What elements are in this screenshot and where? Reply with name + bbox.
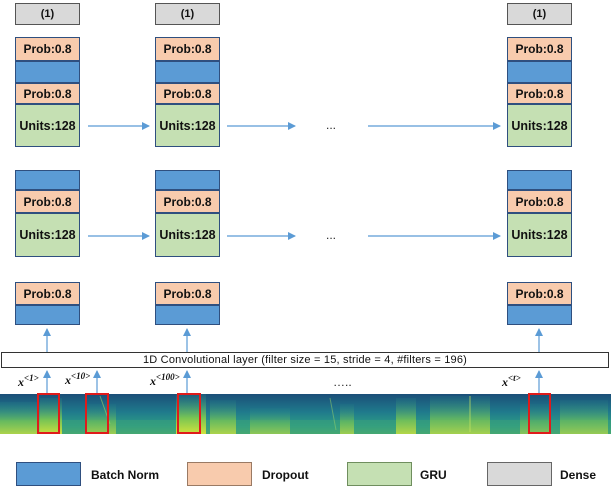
- dense-block-2: (1): [155, 3, 220, 25]
- dropout-block-3a: Prob:0.8: [507, 37, 572, 61]
- conv1d-layer: 1D Convolutional layer (filter size = 15…: [1, 352, 609, 368]
- legend-label-dense: Dense: [560, 468, 597, 482]
- window-box-3: [177, 393, 201, 434]
- legend-swatch-dense: [487, 462, 552, 486]
- gru-block-2a: Units:128: [155, 104, 220, 147]
- spectrogram-ellipsis: …..: [333, 375, 352, 389]
- gru-block-3b: Units:128: [507, 213, 572, 257]
- batchnorm-block-2c: [155, 305, 220, 325]
- dropout-block-1b: Prob:0.8: [15, 83, 80, 104]
- legend-label-batch-norm: Batch Norm: [91, 468, 160, 482]
- window-box-2: [85, 393, 109, 434]
- ellipsis-gru-2: ...: [326, 228, 337, 242]
- dropout-block-2b: Prob:0.8: [155, 83, 220, 104]
- spectrogram-image: [0, 394, 611, 434]
- dropout-block-3c: Prob:0.8: [507, 190, 572, 213]
- dropout-block-1a: Prob:0.8: [15, 37, 80, 61]
- dropout-block-2d: Prob:0.8: [155, 282, 220, 305]
- legend-swatch-batch-norm: [16, 462, 81, 486]
- legend-label-dropout: Dropout: [262, 468, 309, 482]
- window-box-4: [528, 393, 551, 434]
- input-label-x10: x<10>: [65, 371, 91, 387]
- dropout-block-1c: Prob:0.8: [15, 190, 80, 213]
- legend-label-gru: GRU: [420, 468, 447, 482]
- batchnorm-block-2b: [155, 170, 220, 190]
- gru-block-1b: Units:128: [15, 213, 80, 257]
- gru-block-3a: Units:128: [507, 104, 572, 147]
- input-label-x1: x<1>: [18, 373, 39, 389]
- batchnorm-block-1c: [15, 305, 80, 325]
- legend-swatch-gru: [347, 462, 412, 486]
- batchnorm-block-3a: [507, 61, 572, 83]
- dense-block-3: (1): [507, 3, 572, 25]
- dropout-block-2a: Prob:0.8: [155, 37, 220, 61]
- spectrogram-graphic: [0, 394, 611, 434]
- batchnorm-block-1a: [15, 61, 80, 83]
- batchnorm-block-1b: [15, 170, 80, 190]
- dropout-block-2c: Prob:0.8: [155, 190, 220, 213]
- ellipsis-gru-1: ...: [326, 118, 337, 132]
- dropout-block-3b: Prob:0.8: [507, 83, 572, 104]
- dropout-block-1d: Prob:0.8: [15, 282, 80, 305]
- legend-swatch-dropout: [187, 462, 252, 486]
- gru-block-2b: Units:128: [155, 213, 220, 257]
- batchnorm-block-3c: [507, 305, 572, 325]
- batchnorm-block-2a: [155, 61, 220, 83]
- batchnorm-block-3b: [507, 170, 572, 190]
- input-label-xt: x<t>: [502, 373, 521, 389]
- dense-block-1: (1): [15, 3, 80, 25]
- dropout-block-3d: Prob:0.8: [507, 282, 572, 305]
- gru-block-1a: Units:128: [15, 104, 80, 147]
- window-box-1: [37, 393, 60, 434]
- input-label-x100: x<100>: [150, 372, 180, 388]
